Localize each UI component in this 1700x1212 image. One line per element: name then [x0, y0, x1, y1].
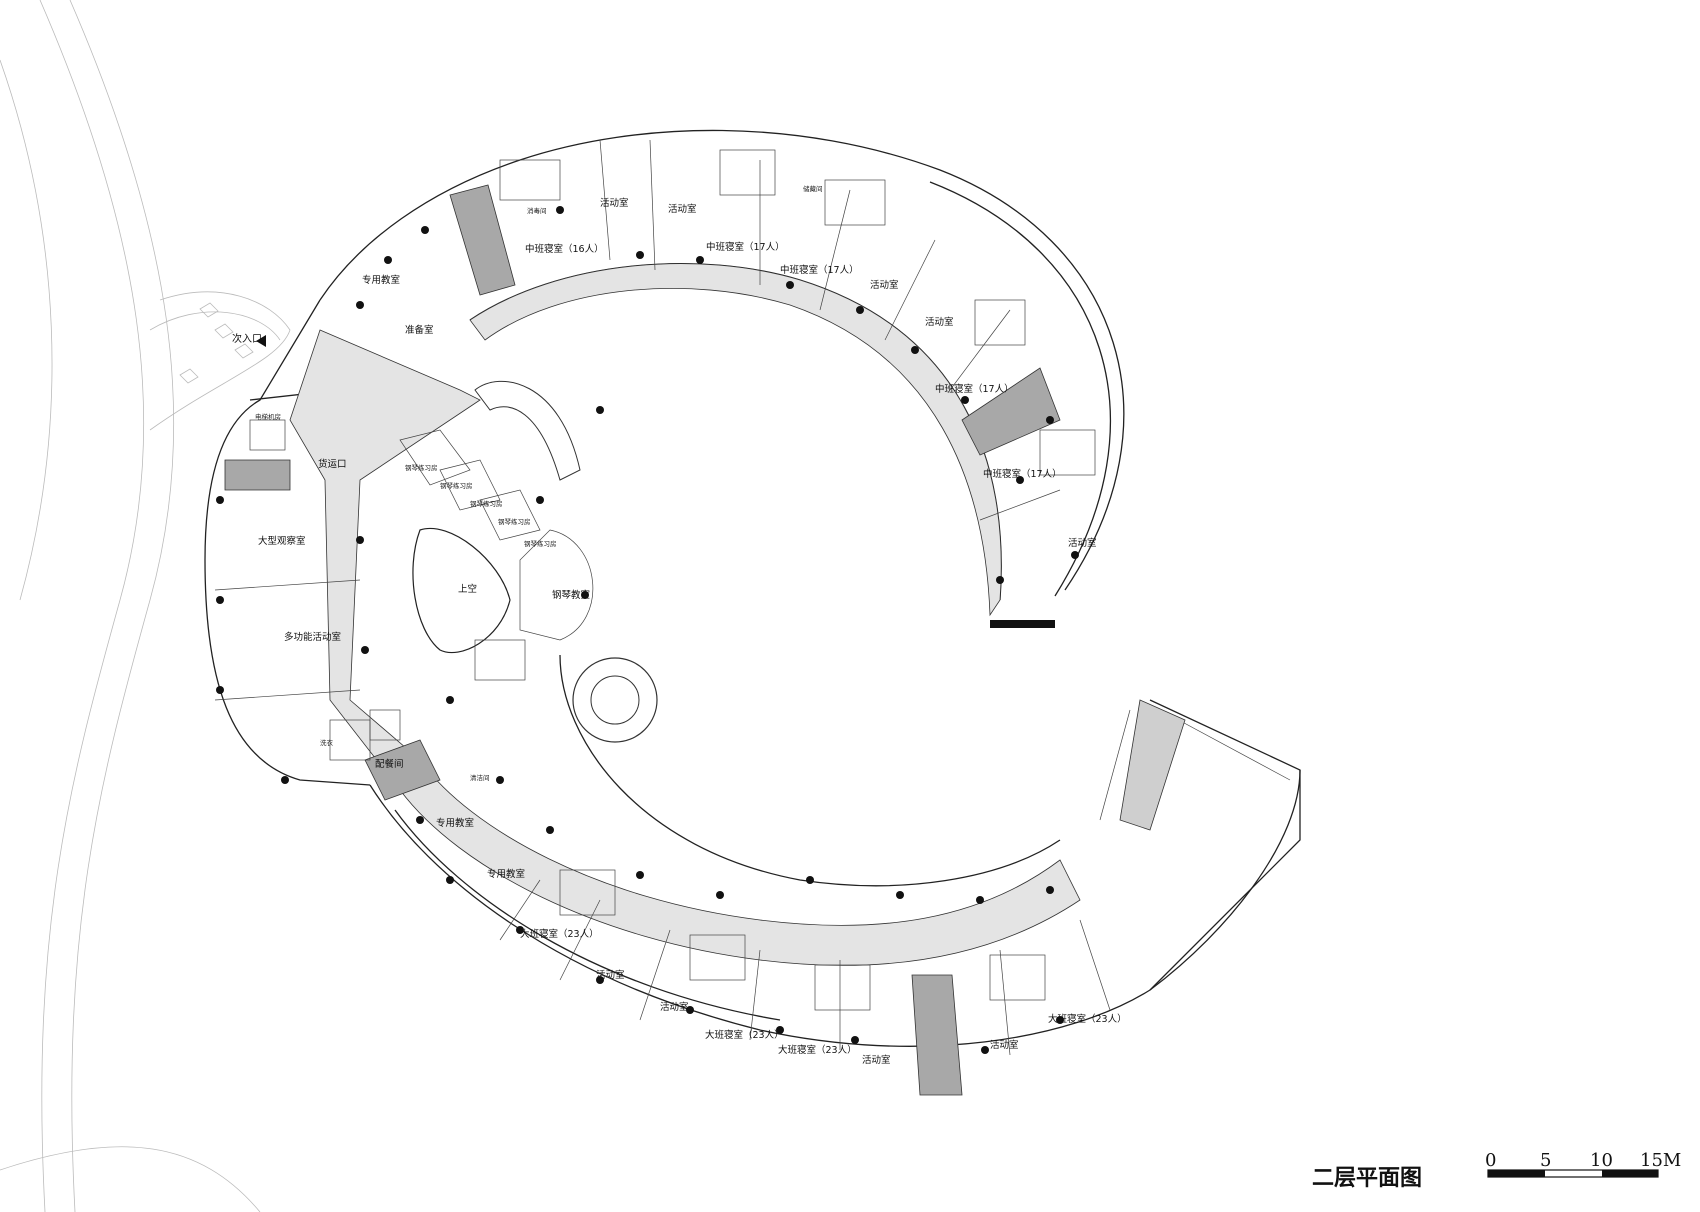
room-activity-t2: 活动室: [668, 203, 697, 215]
entrance: 次入口: [232, 332, 266, 347]
scale-bar-segment: [1602, 1170, 1658, 1177]
scale-tick-0: 0: [1485, 1150, 1496, 1171]
room-disinfect: 消毒间: [527, 206, 547, 215]
stairs: [224, 184, 1186, 1096]
room-activity-b4: 活动室: [990, 1039, 1019, 1051]
room-activity-b1: 活动室: [596, 969, 625, 981]
room-activity-t1: 活动室: [600, 197, 629, 209]
room-activity-r2: 活动室: [925, 316, 954, 328]
room-activity-r1: 活动室: [870, 279, 899, 291]
title-block: 二层平面图 0 5 10 15M: [1312, 1150, 1681, 1191]
corridors: [289, 263, 1081, 966]
room-mid-dorm-17-c: 中班寝室（17人）: [935, 383, 1014, 395]
entrance-label: 次入口: [232, 332, 262, 345]
room-activity-b2: 活动室: [660, 1001, 689, 1013]
room-piano-4: 钢琴练习房: [498, 517, 531, 526]
room-wash: 洗衣: [320, 738, 334, 747]
room-big-dorm-23-d: 大班寝室（23人）: [1048, 1013, 1127, 1025]
room-big-dorm-23-b: 大班寝室（23人）: [705, 1029, 784, 1041]
room-piano-class: 钢琴教室: [552, 589, 590, 601]
room-mid-dorm-17-d: 中班寝室（17人）: [983, 468, 1062, 480]
room-piano-5: 钢琴练习房: [524, 539, 557, 548]
room-serving: 配餐间: [375, 758, 404, 770]
room-mid-dorm-16: 中班寝室（16人）: [525, 243, 604, 255]
room-activity-b3: 活动室: [862, 1054, 891, 1066]
scale-bar-segment: [1488, 1170, 1545, 1177]
room-special-class-b1: 专用教室: [436, 817, 474, 829]
room-elevator-machine: 电梯机房: [255, 412, 281, 421]
room-piano-1: 钢琴练习房: [405, 463, 438, 472]
site-curves: [0, 0, 291, 1212]
entrance-arrow-icon: [256, 335, 266, 347]
room-mid-dorm-17-a: 中班寝室（17人）: [706, 241, 785, 253]
room-freight: 货运口: [318, 458, 347, 470]
partitions: [214, 139, 1111, 1056]
room-labels: 专用教室 准备室 中班寝室（16人） 活动室 活动室 中班寝室（17人） 中班寝…: [255, 184, 1127, 1066]
room-piano-3: 钢琴练习房: [470, 499, 503, 508]
scale-tick-15: 15M: [1640, 1150, 1681, 1171]
room-storage: 储藏间: [803, 184, 823, 193]
scale-tick-5: 5: [1540, 1150, 1551, 1171]
columns: [216, 206, 1079, 1054]
room-special-class-top: 专用教室: [362, 274, 400, 286]
room-mid-dorm-17-b: 中班寝室（17人）: [780, 264, 859, 276]
building-shell: [204, 129, 1301, 1047]
room-special-class-b2: 专用教室: [487, 868, 525, 880]
drawing-title: 二层平面图: [1312, 1166, 1422, 1191]
room-prep: 准备室: [405, 324, 434, 336]
room-void: 上空: [458, 583, 477, 595]
room-observation: 大型观察室: [258, 535, 306, 547]
room-big-dorm-23-c: 大班寝室（23人）: [778, 1044, 857, 1056]
room-activity-r3: 活动室: [1068, 537, 1097, 549]
room-piano-2: 钢琴练习房: [440, 481, 473, 490]
room-cleaning: 清洁间: [470, 773, 490, 782]
scale-tick-10: 10: [1590, 1150, 1613, 1171]
room-multi-function: 多功能活动室: [284, 631, 341, 643]
room-big-dorm-23-a: 大班寝室（23人）: [520, 928, 599, 940]
